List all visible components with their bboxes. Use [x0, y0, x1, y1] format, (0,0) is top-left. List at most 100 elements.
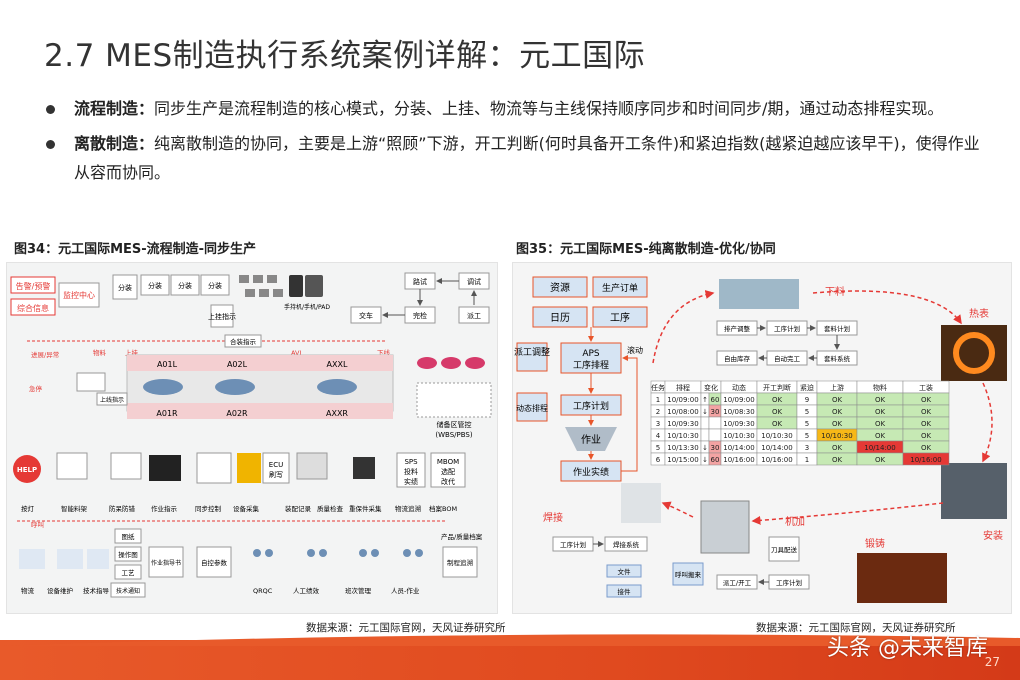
proc-plan4-label: 工序计划: [776, 578, 802, 587]
table-cell-text: 10/10:30: [723, 432, 754, 440]
pack1-label: 分装: [148, 281, 162, 290]
red-cars-icon: [417, 357, 485, 369]
robot-cluster-icon: [239, 275, 283, 297]
aps-label: APS: [582, 349, 600, 359]
bullet-list: 流程制造：同步生产是流程制造的核心模式，分装、上挂、物流等与主线保持顺序同步和时…: [46, 94, 986, 193]
dispatch-adj-box: [516, 342, 548, 372]
table-cell-text: 10/09:30: [723, 420, 754, 428]
call-fig35-label: 呼叫搬来: [675, 570, 702, 579]
product-archive-label: 产品/质量档案: [441, 532, 483, 541]
tech-notice-label: 技术通知: [116, 587, 140, 595]
quality-label: 质量检查: [317, 504, 344, 513]
auto-param-label: 自控参数: [201, 558, 228, 567]
footer-band: [0, 634, 1020, 680]
deliver-box: [350, 306, 382, 324]
deliver-label: 交车: [359, 311, 373, 320]
work-funnel-icon: [565, 427, 617, 451]
weld-sys-label: 焊接系统: [613, 540, 640, 549]
mbom3-label: 改代: [441, 477, 455, 486]
keyboard-icon: [296, 452, 328, 480]
machining-center-icon: [700, 500, 750, 554]
people-group-icon: [253, 549, 423, 557]
table-cell: [708, 428, 722, 442]
file-box: [606, 564, 642, 578]
line-right-band: [127, 403, 393, 419]
table-cell-text: 10/16:00: [910, 456, 941, 464]
tech-guide-icon: [87, 549, 109, 569]
a01l-label: A01L: [157, 360, 178, 369]
bullet-head: 离散制造：: [74, 134, 155, 153]
figure34-diagram: 告警/预警 综合信息 监控中心 分装 分装 分装 分装 上挂指示 手持机/手机/…: [6, 262, 498, 614]
op-video-box: [114, 546, 142, 562]
table-cell-text: 紧迫: [800, 383, 814, 392]
table-cell-text: 30: [711, 408, 720, 416]
monitor-box: [58, 282, 100, 308]
qrqc-label: QRQC: [253, 587, 273, 595]
worker-station-icon: [76, 372, 106, 392]
logistics2-label: 物流: [21, 586, 35, 595]
table-cell-text: 3: [656, 420, 660, 428]
material-label: 物料: [93, 348, 107, 357]
dynamic-label: 动态排程: [516, 403, 548, 413]
table-cell-text: 排程: [676, 383, 690, 392]
work-actual-label: 作业实绩: [573, 466, 609, 478]
prod-order-label: 生产订单: [602, 282, 638, 294]
table-cell-text: ↑: [702, 396, 708, 404]
key-parts-label: 重保件采集: [349, 504, 382, 513]
monitor-label: 监控中心: [63, 290, 95, 300]
final-check-label: 完检: [413, 311, 427, 320]
upload-cmd-box: [210, 304, 234, 328]
staff-label: 人员-作业: [391, 586, 420, 595]
shift-label: 班次管理: [345, 586, 372, 595]
alarm-label: 告警/预警: [16, 281, 51, 291]
table-cell: [902, 452, 950, 466]
calendar-label: 日历: [550, 312, 570, 324]
worker-icon: [196, 452, 232, 484]
table-cell-text: OK: [921, 444, 932, 452]
assy-rec-label: 装配记录: [285, 504, 312, 513]
kit-plan-label: 套料计划: [824, 324, 850, 333]
call-box: [672, 562, 704, 586]
subpack-box: [112, 274, 138, 300]
a01r-label: A01R: [156, 409, 178, 418]
forging-label: 锻铸: [865, 537, 885, 550]
table-cell-text: OK: [921, 432, 932, 440]
bullet-dot-icon: [46, 105, 55, 114]
table-cell-text: 1: [805, 456, 809, 464]
aps2-label: 工序排程: [573, 359, 609, 371]
table-cell-text: 4: [656, 432, 661, 440]
make-trace-box: [442, 546, 478, 578]
tech-guide-label: 技术指导: [83, 586, 110, 595]
error-proof-label: 防呆防错: [109, 504, 136, 513]
buffer-label: 储备区管控: [437, 420, 472, 429]
sync-ctrl-label: 同步控制: [195, 504, 222, 513]
dispatch-start-label: 派工/开工: [723, 579, 752, 587]
table-cell-text: OK: [921, 396, 932, 404]
table-cell-text: OK: [832, 408, 843, 416]
bullet-item-process: 流程制造：同步生产是流程制造的核心模式，分装、上挂、物流等与主线保持顺序同步和时…: [46, 94, 986, 123]
hang-label: 上挂: [125, 348, 139, 357]
pack2-label: 分装: [178, 281, 192, 290]
line-left-band: [127, 355, 393, 371]
table-cell-text: 9: [805, 396, 809, 404]
process-label: 工序: [610, 311, 630, 324]
dispatch-box: [458, 306, 490, 324]
tech-notice-box: [110, 582, 146, 598]
help-button-icon: [13, 455, 41, 483]
install-photo: [941, 463, 1007, 519]
bullet-body: 同步生产是流程制造的核心模式，分装、上挂、物流等与主线保持顺序同步和时间同步/期…: [154, 99, 944, 118]
table-cell-text: OK: [832, 420, 843, 428]
road-test-label: 路试: [413, 277, 427, 286]
table-cell-text: ↓: [702, 444, 708, 452]
table-cell-text: 工装: [919, 383, 933, 392]
table-cell-text: OK: [875, 432, 886, 440]
footer-curve: [0, 634, 1020, 646]
table-cell-text: OK: [772, 408, 783, 416]
tool-box: [768, 536, 800, 562]
smart-rack-icon: [56, 452, 88, 480]
a02r-label: A02R: [226, 409, 248, 418]
table-cell-text: 5: [805, 408, 809, 416]
wbs-label: (WBS/PBS): [435, 431, 472, 439]
dispatch-label: 派工: [467, 312, 481, 320]
